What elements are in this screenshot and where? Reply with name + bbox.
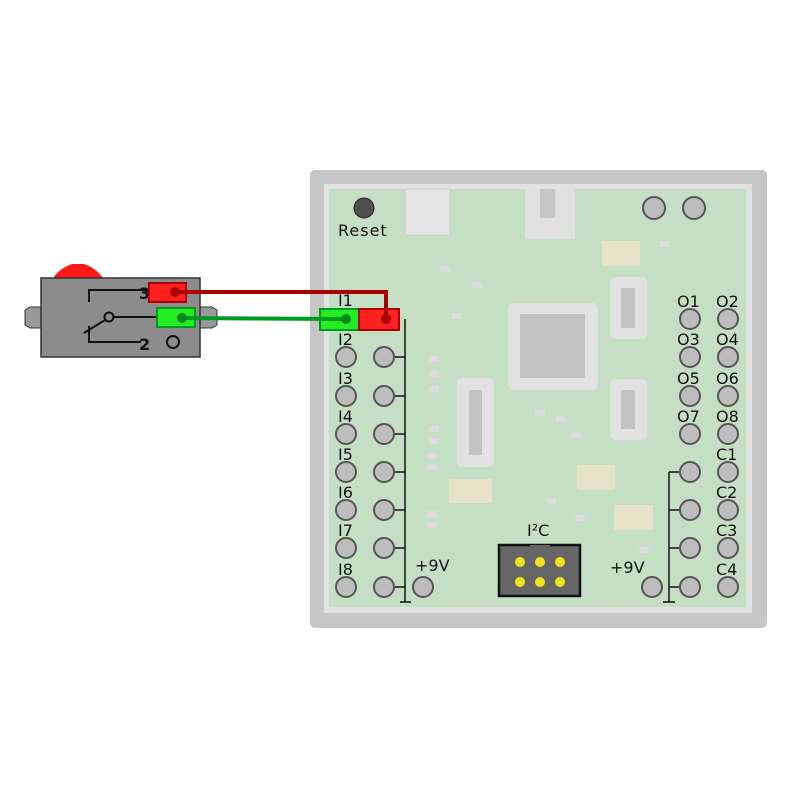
switch-button[interactable]	[53, 264, 103, 278]
wire-green[interactable]	[181, 316, 347, 321]
label-i7: I7	[338, 521, 353, 540]
label-o4: O4	[716, 330, 739, 349]
label-c1: C1	[716, 445, 737, 464]
wire-end	[381, 314, 391, 324]
label-i2: I2	[338, 330, 353, 349]
reset-label: Reset	[338, 221, 388, 240]
input-sockets[interactable]	[335, 346, 434, 598]
power-socket[interactable]	[682, 196, 706, 220]
reset-button[interactable]	[353, 197, 375, 219]
label-9v-right: +9V	[610, 558, 645, 577]
power-socket[interactable]	[642, 196, 666, 220]
display-window	[404, 188, 451, 236]
label-i8: I8	[338, 560, 353, 579]
output-labels: O1 O2 O3 O4 O5 O6 O7 O8 C1 C2 C3 C4	[677, 292, 739, 579]
label-o5: O5	[677, 369, 700, 388]
label-9v-left: +9V	[415, 556, 450, 575]
label-i3: I3	[338, 369, 353, 388]
label-o1: O1	[677, 292, 700, 311]
label-i4: I4	[338, 407, 353, 426]
input-labels: I1 I2 I3 I4 I5 I6 I7 I8 +9V +9V	[338, 291, 645, 579]
label-o3: O3	[677, 330, 700, 349]
terminal-2-label: 2	[139, 335, 150, 354]
label-o2: O2	[716, 292, 739, 311]
label-o6: O6	[716, 369, 739, 388]
label-i6: I6	[338, 483, 353, 502]
wire-end	[341, 314, 351, 324]
label-c4: C4	[716, 560, 737, 579]
label-c3: C3	[716, 521, 737, 540]
label-i1: I1	[338, 291, 353, 310]
i1-plug-red[interactable]	[358, 308, 400, 331]
wire-red[interactable]	[175, 290, 388, 319]
controller-board: Reset	[310, 170, 767, 628]
i2c-label: I²C	[527, 521, 549, 540]
label-o8: O8	[716, 407, 739, 426]
wire-end	[170, 287, 180, 297]
label-o7: O7	[677, 407, 700, 426]
label-c2: C2	[716, 483, 737, 502]
output-sockets[interactable]	[641, 308, 739, 598]
label-i5: I5	[338, 445, 353, 464]
wire-end	[177, 313, 187, 323]
i2c-connector[interactable]	[497, 543, 582, 598]
switch-symbol	[83, 289, 180, 349]
terminal-3-label: 3	[139, 284, 150, 303]
